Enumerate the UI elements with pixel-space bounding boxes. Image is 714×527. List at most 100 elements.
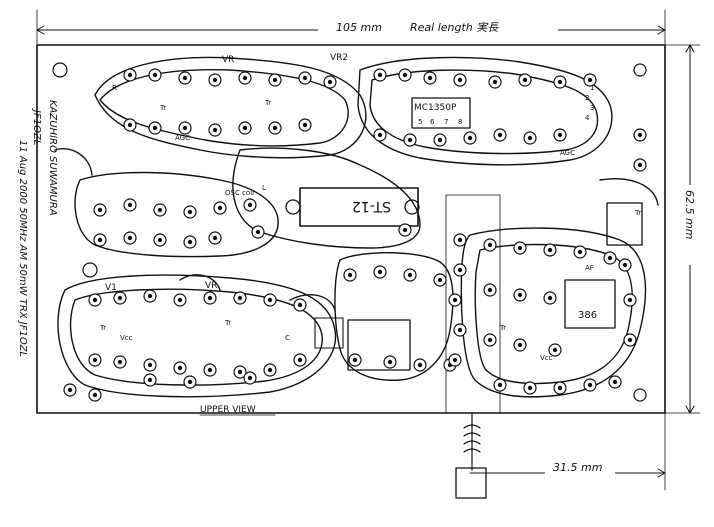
tr-label: Tr — [99, 324, 106, 332]
pin-label: 5 — [418, 118, 422, 126]
pad-hole — [327, 79, 333, 85]
pad-hole — [457, 77, 463, 83]
agc-left-label: AGC — [175, 134, 190, 142]
pad-hole — [157, 237, 163, 243]
ic-386-label: 386 — [578, 310, 597, 321]
mount-hole — [52, 62, 68, 78]
width-label: 105 mm — [336, 21, 382, 34]
height-label: 62.5 mm — [683, 190, 696, 239]
pad-hole — [147, 293, 153, 299]
pad-hole — [207, 367, 213, 373]
offset-dimension: 31.5 mm — [469, 412, 666, 491]
pad-hole — [255, 229, 261, 235]
pad-hole — [612, 379, 618, 385]
pad-hole — [467, 135, 473, 141]
pad-hole — [457, 327, 463, 333]
pad-hole — [607, 255, 613, 261]
pad-hole — [587, 382, 593, 388]
pad-hole — [402, 72, 408, 78]
num-label: 4 — [585, 114, 590, 122]
pad-hole — [267, 297, 273, 303]
pad-hole — [627, 337, 633, 343]
pad-hole — [437, 277, 443, 283]
pad-hole — [127, 235, 133, 241]
pad-hole — [92, 357, 98, 363]
pad-hole — [487, 242, 493, 248]
pad-hole — [457, 237, 463, 243]
pad-hole — [487, 287, 493, 293]
pad-hole — [182, 125, 188, 131]
pad-hole — [217, 205, 223, 211]
pad-hole — [547, 295, 553, 301]
pad-hole — [182, 75, 188, 81]
tr-label: Tr — [159, 104, 166, 112]
pad-hole — [487, 337, 493, 343]
agc-right-label: AGC — [560, 149, 575, 157]
mount-hole — [633, 388, 647, 402]
pad-hole — [627, 297, 633, 303]
num-label: 2 — [585, 94, 589, 102]
pad-hole — [527, 385, 533, 391]
pad-hole — [272, 77, 278, 83]
pad-hole — [497, 382, 503, 388]
mount-hole — [82, 262, 98, 278]
relay-block — [606, 202, 643, 246]
pad-hole — [637, 162, 643, 168]
pad-hole — [157, 207, 163, 213]
pad-hole — [557, 132, 563, 138]
vr3-label: VR — [205, 281, 217, 291]
pad-hole — [177, 365, 183, 371]
component-labels: VR VR2 AGC AGC OSC coil V1 VR Vcc Vcc Tr… — [99, 53, 641, 362]
pad-hole — [207, 295, 213, 301]
callsign: JF1OZL — [31, 108, 42, 145]
pad-hole — [152, 72, 158, 78]
pad-hole — [452, 297, 458, 303]
pad-hole — [497, 132, 503, 138]
offset-label: 31.5 mm — [553, 461, 602, 474]
tr-label: Tr — [224, 319, 231, 327]
pad-hole — [347, 272, 353, 278]
date-line: 11 Aug 2000 50MHz AM 50mW TRX JF1OZL — [17, 140, 28, 357]
pad-hole — [547, 247, 553, 253]
pad-hole — [267, 367, 273, 373]
tr-label: Tr — [634, 209, 641, 217]
pad-hole — [407, 137, 413, 143]
c-label: C — [285, 334, 290, 342]
pad-hole — [517, 342, 523, 348]
pad-hole — [577, 249, 583, 255]
pad-hole — [117, 359, 123, 365]
r-label: R — [112, 84, 117, 92]
vr-block — [314, 317, 344, 349]
vcc1-label: Vcc — [540, 354, 553, 362]
pad-hole — [557, 79, 563, 85]
pad-hole — [237, 369, 243, 375]
pad-hole — [147, 362, 153, 368]
pad-hole — [242, 125, 248, 131]
pad-hole — [427, 75, 433, 81]
pad-hole — [522, 77, 528, 83]
vr-right-label: VR2 — [330, 53, 348, 63]
num-label: 1 — [590, 84, 594, 92]
pad-hole — [187, 239, 193, 245]
pad-hole — [117, 295, 123, 301]
pad-hole — [377, 132, 383, 138]
pad-hole — [492, 79, 498, 85]
pin-label: 7 — [444, 118, 448, 126]
antenna-connector — [445, 194, 501, 499]
pad-hole — [92, 392, 98, 398]
pad-hole — [587, 77, 593, 83]
author-name: KAZUHIRO SUWAMURA — [47, 100, 58, 216]
l-label: L — [262, 184, 266, 192]
pad-hole — [637, 132, 643, 138]
mount-hole — [633, 63, 647, 77]
pad-hole — [187, 209, 193, 215]
osc-coil-label: OSC coil — [225, 189, 254, 197]
pad-hole — [402, 227, 408, 233]
pad-hole — [517, 292, 523, 298]
pad-hole — [552, 347, 558, 353]
pad-hole — [377, 269, 383, 275]
pad-hole — [242, 75, 248, 81]
pad-hole — [237, 295, 243, 301]
pad-hole — [147, 377, 153, 383]
